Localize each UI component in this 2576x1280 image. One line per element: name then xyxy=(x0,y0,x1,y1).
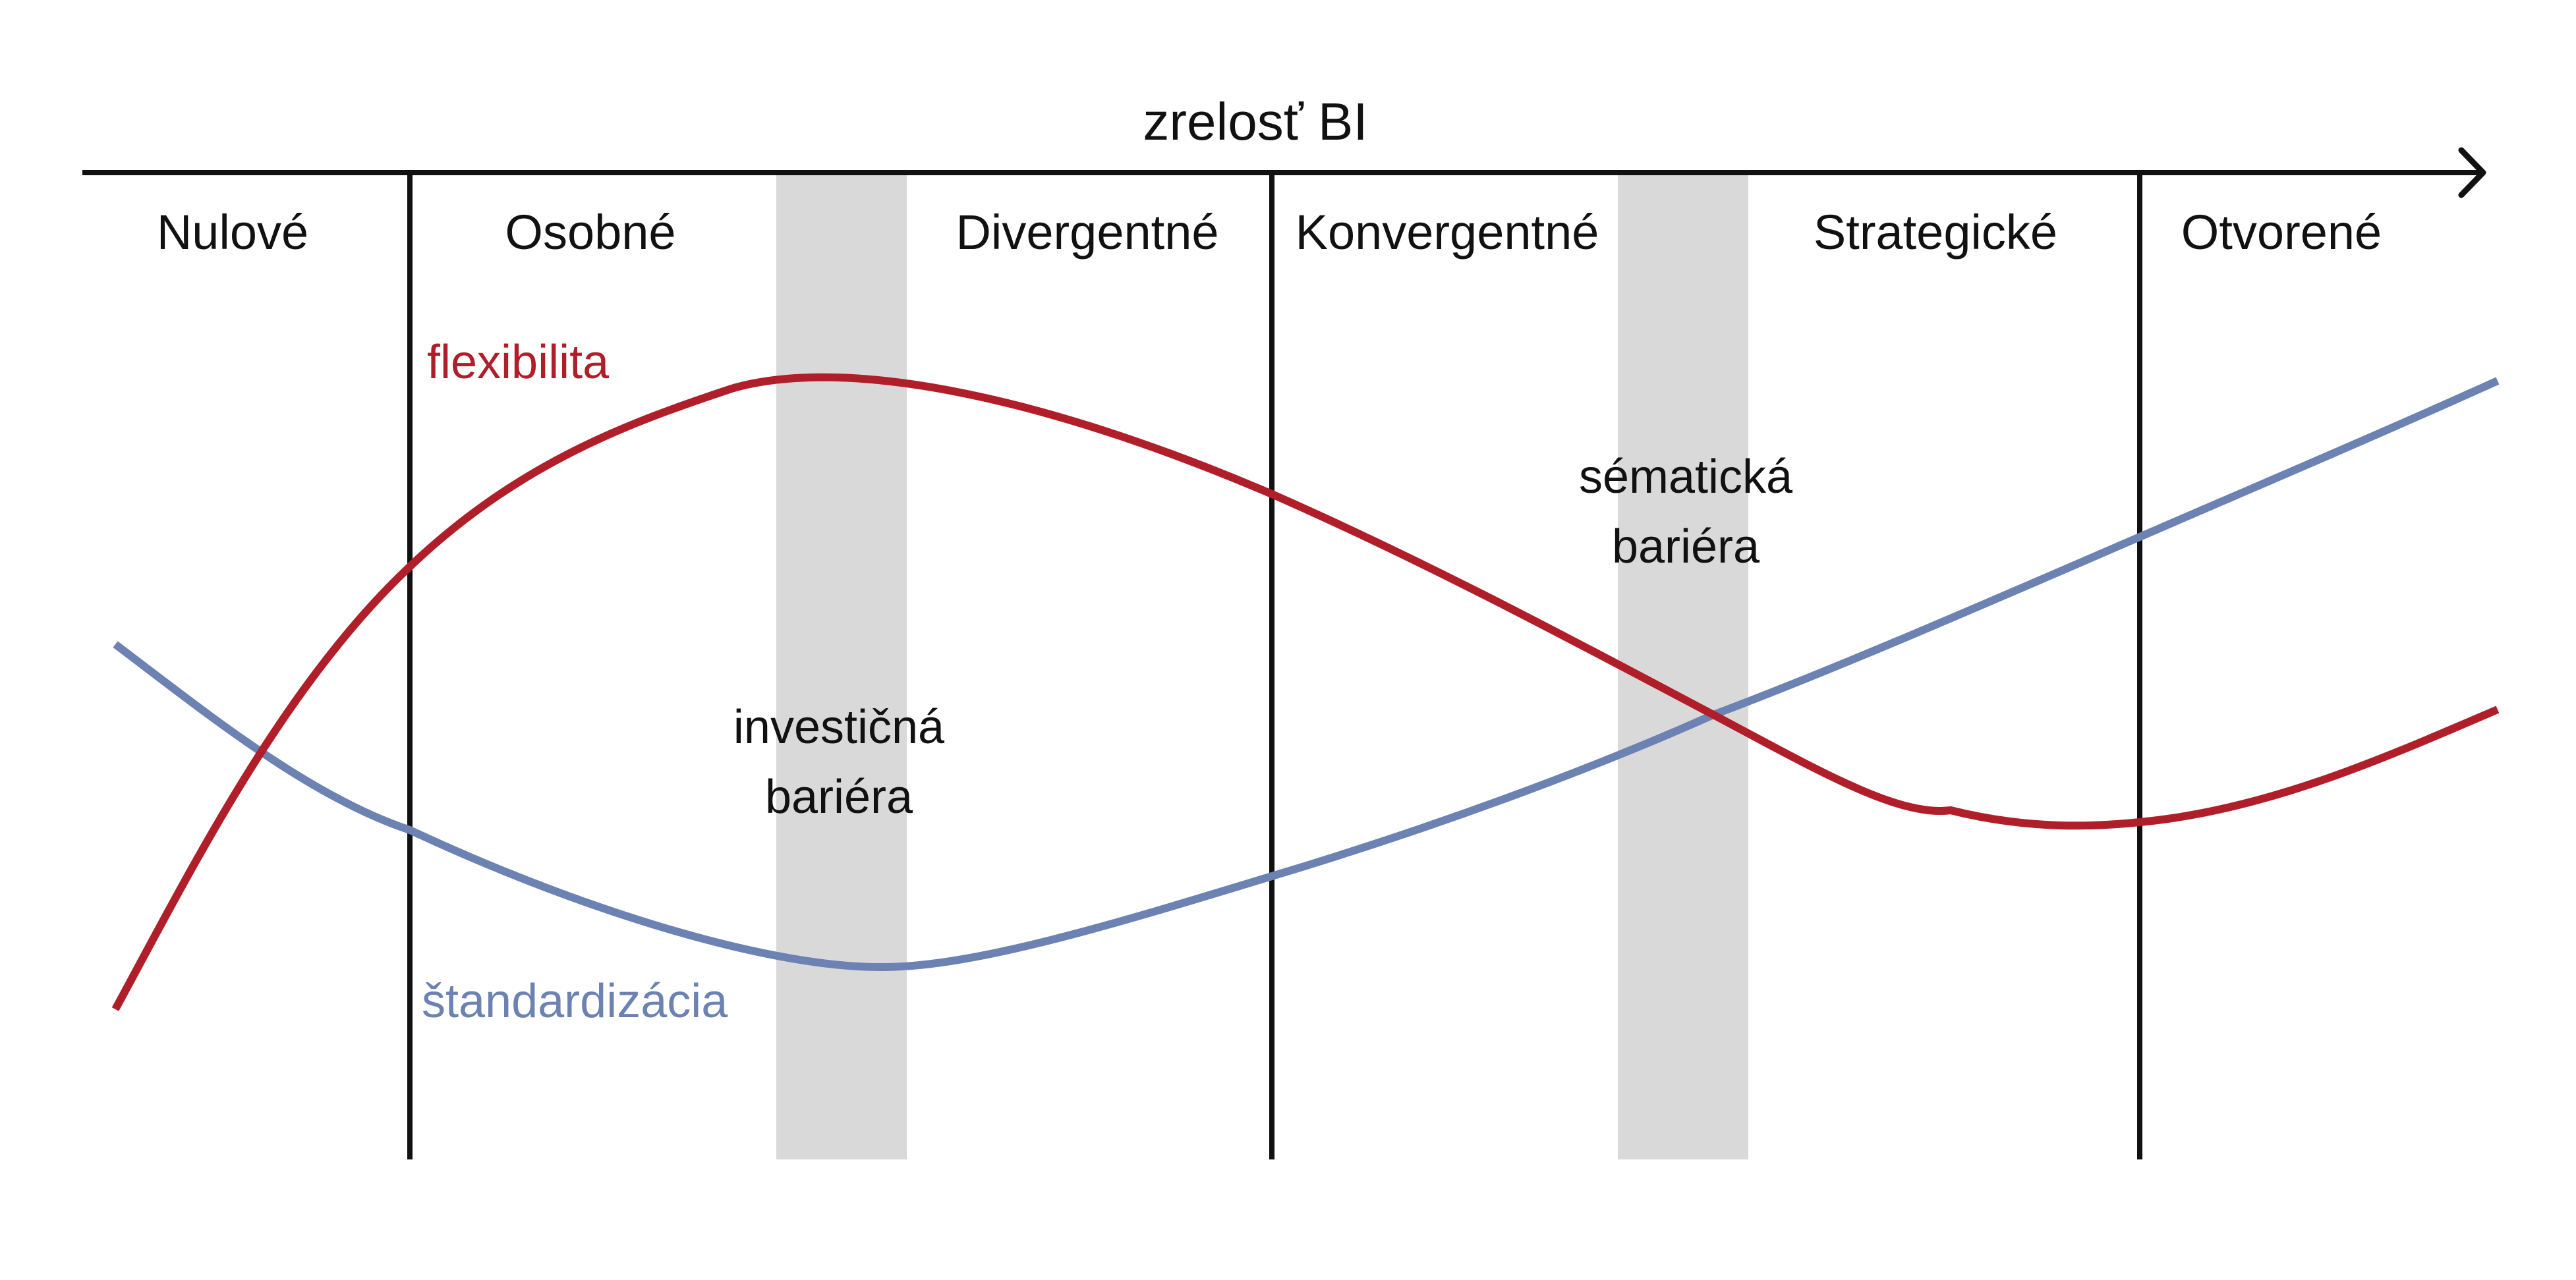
flexibility-curve xyxy=(111,373,2500,1011)
stage-label-strategicke: Strategické xyxy=(1814,205,2057,260)
stage-label-divergentne: Divergentné xyxy=(956,205,1218,260)
investment-barrier-label-line2: bariéra xyxy=(765,771,913,823)
semantic-barrier-label-line2: bariéra xyxy=(1612,520,1760,573)
stage-label-nulove: Nulové xyxy=(157,205,308,260)
semantic-barrier-label-line1: sématická xyxy=(1579,451,1793,503)
stage-label-konvergentne: Konvergentné xyxy=(1296,205,1599,260)
investment-barrier-label-line1: investičná xyxy=(733,701,945,754)
flexibility-label: flexibilita xyxy=(427,336,610,389)
standardization-label: štandardizácia xyxy=(422,975,728,1028)
stage-label-otvorene: Otvorené xyxy=(2181,205,2382,260)
arrow-head-icon xyxy=(2458,147,2486,198)
stage-label-osobne: Osobné xyxy=(505,205,675,260)
investment-barrier-band xyxy=(776,173,907,1159)
semantic-barrier-band xyxy=(1618,173,1748,1159)
axis-title: zrelosť BI xyxy=(1143,92,1367,151)
standardization-curve xyxy=(113,377,2500,972)
